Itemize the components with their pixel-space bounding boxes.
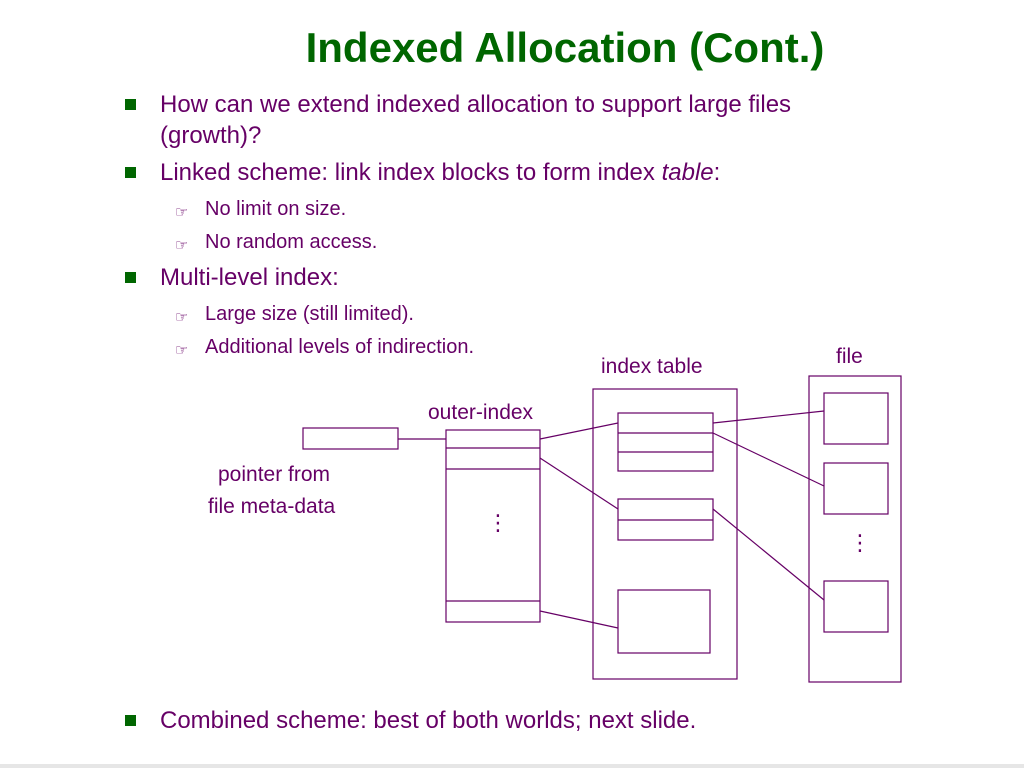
subitem-no-random-access: ☞ No random access. bbox=[175, 229, 378, 255]
ellipsis-file: ⋮ bbox=[849, 530, 871, 555]
pointing-hand-icon: ☞ bbox=[175, 342, 189, 359]
bullet-text: How can we extend indexed allocation to … bbox=[160, 91, 792, 149]
pointing-hand-icon: ☞ bbox=[175, 237, 189, 254]
connector-line bbox=[712, 410, 825, 424]
index-table-container bbox=[592, 388, 738, 680]
label-index-table: index table bbox=[601, 355, 703, 378]
pointing-hand-icon: ☞ bbox=[175, 309, 189, 326]
subitem-text: No limit on size. bbox=[205, 198, 347, 220]
file-container bbox=[808, 375, 902, 683]
subitem-text: No random access. bbox=[205, 231, 378, 253]
subitem-text: Additional levels of indirection. bbox=[205, 336, 475, 358]
square-bullet-icon bbox=[125, 167, 136, 178]
subitem-text: Large size (still limited). bbox=[205, 303, 414, 325]
bullet-linked-scheme: Linked scheme: link index blocks to form… bbox=[125, 157, 920, 188]
file-data-block bbox=[823, 392, 889, 445]
bullet-combined-scheme: Combined scheme: best of both worlds; ne… bbox=[125, 705, 920, 736]
square-bullet-icon bbox=[125, 99, 136, 110]
subitem-no-limit: ☞ No limit on size. bbox=[175, 196, 347, 222]
square-bullet-icon bbox=[125, 715, 136, 726]
label-outer-index: outer-index bbox=[428, 401, 534, 424]
bullet-extend-indexed: How can we extend indexed allocation to … bbox=[125, 89, 880, 151]
pointer-box bbox=[302, 427, 399, 450]
file-data-block bbox=[823, 580, 889, 633]
connector-line bbox=[712, 432, 825, 487]
connector-line bbox=[712, 508, 825, 601]
bullet-text-suffix: : bbox=[713, 159, 721, 186]
label-file: file bbox=[836, 345, 863, 368]
label-pointer-line2: file meta-data bbox=[208, 495, 336, 518]
bullet-text: Multi-level index: bbox=[160, 264, 339, 291]
bullet-multi-level: Multi-level index: bbox=[125, 262, 660, 293]
outer-index-block bbox=[445, 429, 541, 623]
file-data-block bbox=[823, 462, 889, 515]
ellipsis-outer-index: ⋮ bbox=[487, 510, 509, 535]
inner-index-block bbox=[617, 412, 714, 472]
pointing-hand-icon: ☞ bbox=[175, 204, 189, 221]
inner-index-block bbox=[617, 589, 711, 654]
label-pointer-line1: pointer from bbox=[218, 463, 331, 486]
slide-title: Indexed Allocation (Cont.) bbox=[305, 24, 825, 71]
bullet-text: Linked scheme: link index blocks to form… bbox=[160, 159, 662, 186]
connector-line bbox=[539, 422, 619, 440]
bullet-text-italic: table bbox=[661, 159, 714, 186]
bullet-text: Combined scheme: best of both worlds; ne… bbox=[160, 707, 697, 734]
square-bullet-icon bbox=[125, 272, 136, 283]
subitem-large-size: ☞ Large size (still limited). bbox=[175, 301, 414, 327]
connector-line bbox=[539, 457, 619, 510]
footer-divider bbox=[0, 764, 1024, 768]
subitem-additional-levels: ☞ Additional levels of indirection. bbox=[175, 334, 475, 360]
connector-line bbox=[539, 610, 619, 629]
